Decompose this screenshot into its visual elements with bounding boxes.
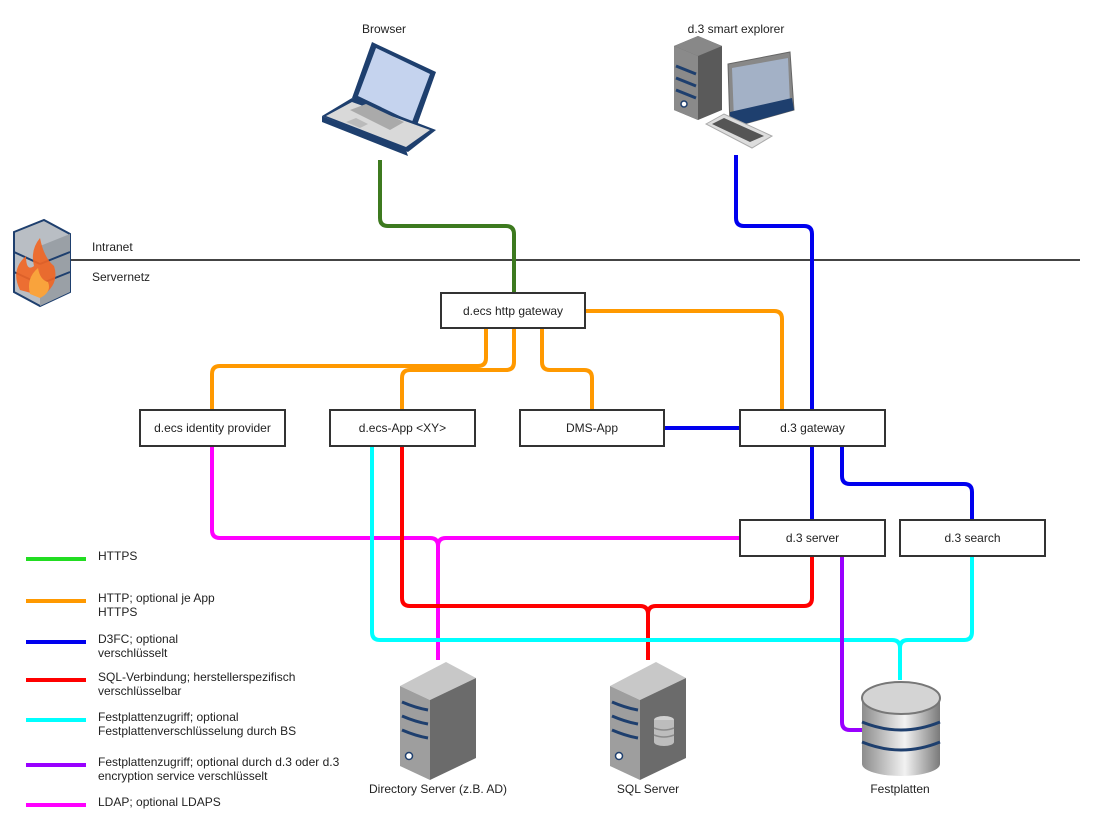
backend-label-festplatten: Festplatten [870, 782, 930, 796]
desktop-computer-icon [674, 36, 795, 149]
connector-ldap-d3-server-directory [436, 536, 740, 547]
node-d3-gateway[interactable]: d.3 gateway [739, 409, 886, 447]
connector-http-gateway-ecs-app [400, 328, 516, 410]
connector-https-browser-gateway [378, 160, 516, 292]
client-label-smart-explorer: d.3 smart explorer [687, 22, 785, 36]
node-identity-provider[interactable]: d.ecs identity provider [139, 409, 286, 447]
legend-swatch-disk-os [26, 718, 86, 722]
legend-swatch-http [26, 599, 86, 603]
connector-sql-d3-server-sql-server [646, 556, 814, 615]
sql-server-icon [610, 662, 686, 780]
laptop-icon [322, 42, 436, 156]
node-d3-search[interactable]: d.3 search [899, 519, 1046, 557]
connector-http-gateway-dms-app [540, 328, 594, 410]
node-http-gateway[interactable]: d.ecs http gateway [440, 292, 586, 329]
legend-swatch-disk-d3 [26, 763, 86, 767]
legend-text-https: HTTPS [98, 549, 138, 563]
legend-item-https: HTTPS [24, 549, 344, 585]
node-ecs-app-label: d.ecs-App <XY> [358, 421, 447, 435]
node-ecs-app[interactable]: d.ecs-App <XY> [329, 409, 476, 447]
connector-d3fc-explorer-d3-gateway [734, 155, 814, 410]
backend-label-sql-server: SQL Server [616, 782, 680, 796]
node-d3-server[interactable]: d.3 server [739, 519, 886, 557]
node-http-gateway-label: d.ecs http gateway [462, 303, 564, 318]
legend-text-disk-d3: Festplattenzugriff; optional durch d.3 o… [98, 755, 340, 783]
node-dms-app-label: DMS-App [565, 421, 618, 435]
node-d3-gateway-label: d.3 gateway [780, 421, 845, 435]
node-identity-provider-label: d.ecs identity provider [154, 421, 271, 435]
node-d3-server-label: d.3 server [785, 531, 840, 545]
legend-text-ldap: LDAP; optional LDAPS [98, 795, 221, 809]
client-label-browser: Browser [361, 22, 407, 36]
zone-label-intranet: Intranet [92, 240, 133, 254]
legend-swatch-https [26, 557, 86, 561]
connector-http-gateway-identity-provider [210, 328, 488, 410]
legend-swatch-d3fc [26, 640, 86, 644]
node-d3-search-label: d.3 search [944, 531, 1001, 545]
connector-d3fc-d3-gateway-d3-search [840, 446, 974, 520]
connector-disk-d3-search-festplatten [898, 556, 974, 649]
legend-item-ldap: LDAP; optional LDAPS [24, 795, 344, 831]
node-dms-app[interactable]: DMS-App [519, 409, 665, 447]
directory-server-icon [400, 662, 476, 780]
zone-label-servernetz: Servernetz [92, 270, 151, 284]
firewall-icon [13, 218, 71, 308]
connector-http-gateway-d3-gateway [585, 309, 784, 410]
connector-disk-ecs-app-festplatten [370, 446, 902, 680]
legend-item-disk-d3: Festplattenzugriff; optional durch d.3 o… [24, 755, 344, 791]
disk-storage-icon [861, 681, 941, 776]
connector-disk-d3-server-festplatten [840, 556, 862, 732]
legend-swatch-sql [26, 678, 86, 682]
legend-swatch-ldap [26, 803, 86, 807]
backend-label-directory-server: Directory Server (z.B. AD) [368, 782, 508, 796]
